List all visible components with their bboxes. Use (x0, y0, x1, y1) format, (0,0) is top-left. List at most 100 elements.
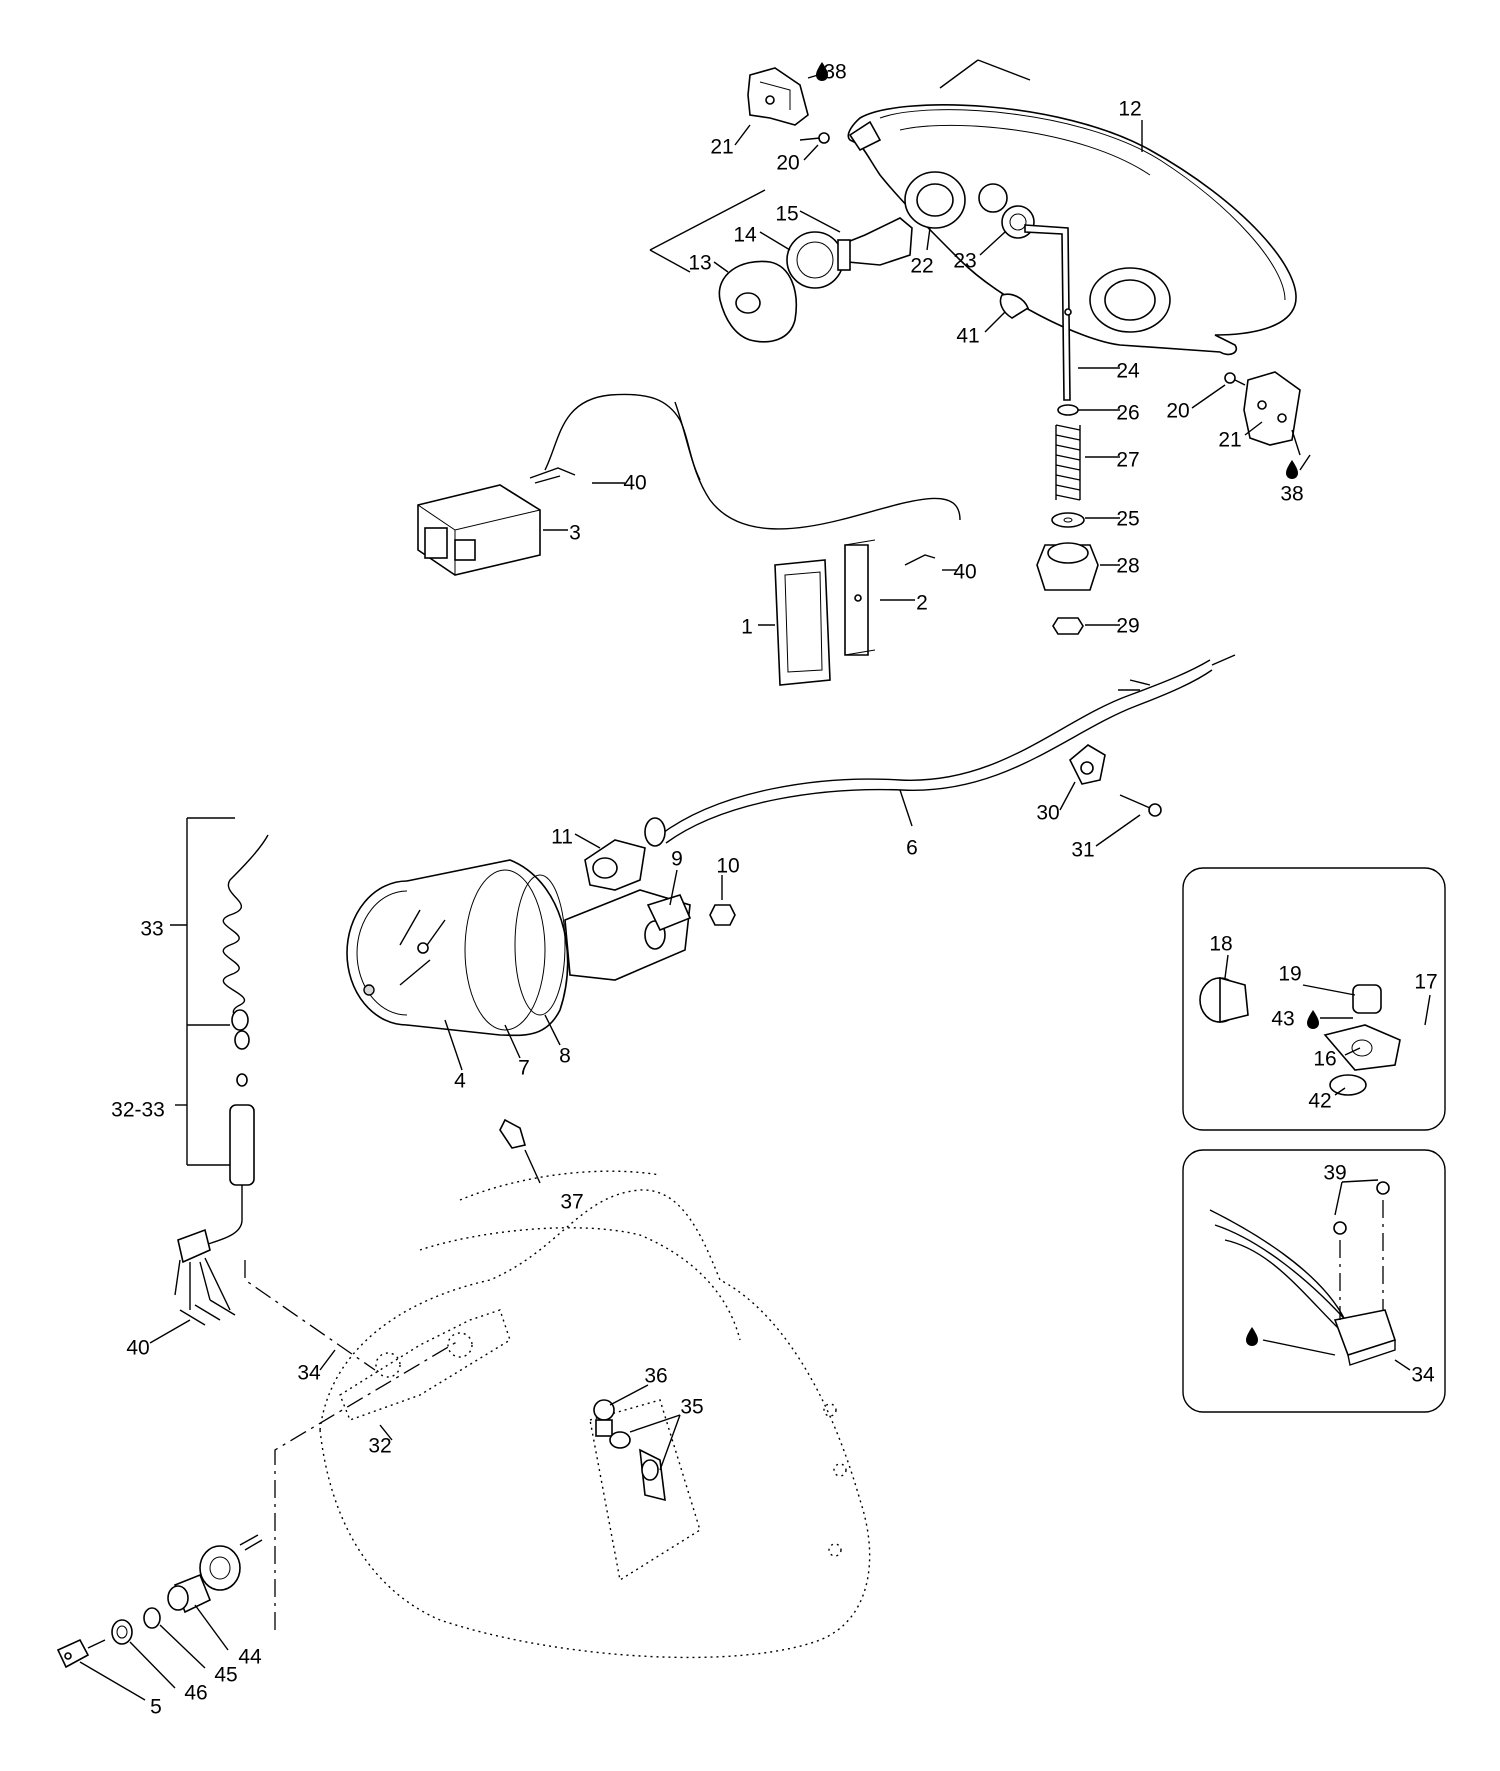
bulb-socket (904, 171, 966, 229)
centerlines (244, 1260, 461, 1630)
callout-c31: 31 (1071, 839, 1094, 862)
callout-c19: 19 (1278, 963, 1301, 986)
callout-c30: 30 (1036, 802, 1059, 825)
callout-c15: 15 (775, 203, 798, 226)
cap-46 (111, 1619, 133, 1645)
leaders-tether (149, 1319, 336, 1371)
callout-c36: 36 (644, 1365, 667, 1388)
drop-icon-34 (1246, 1327, 1258, 1346)
callout-c20a: 20 (776, 152, 799, 175)
drop-icon-right (1286, 460, 1298, 479)
callout-c10: 10 (716, 855, 739, 878)
callout-c4: 4 (454, 1070, 466, 1093)
adjuster-knob (1036, 542, 1099, 591)
cable-clamp (1069, 744, 1106, 785)
connector-housing (417, 484, 541, 576)
callout-c41: 41 (956, 325, 979, 348)
ignition-housing (199, 1545, 241, 1591)
callout-c46: 46 (184, 1682, 207, 1705)
cable-end-11 (584, 817, 666, 891)
callout-c39: 39 (1323, 1162, 1346, 1185)
leaders-headlight (713, 71, 1311, 626)
terminals-40c (179, 1299, 236, 1326)
drop-icon (816, 62, 828, 81)
callout-c40a: 40 (623, 472, 646, 495)
adjuster-rod (1024, 224, 1072, 401)
callout-c25: 25 (1116, 508, 1139, 531)
terminal-40a (529, 467, 576, 484)
callout-c3: 3 (569, 522, 581, 545)
screw-20-right (1224, 372, 1246, 386)
callout-c12: 12 (1118, 98, 1141, 121)
bulb-37 (499, 1118, 541, 1184)
callout-c17: 17 (1414, 971, 1437, 994)
terminal-40b (904, 554, 936, 566)
coiled-lanyard (222, 834, 269, 1087)
screw-20-top (799, 132, 830, 144)
switch-connector (174, 1228, 231, 1311)
bracket-13-15 (649, 189, 766, 273)
callout-c7: 7 (518, 1057, 530, 1080)
inset-module (1182, 1149, 1446, 1413)
body-outline (319, 1170, 871, 1659)
key-5 (56, 1638, 106, 1669)
callout-c2: 2 (916, 592, 928, 615)
lens-part-1 (774, 559, 831, 686)
bracket-9 (646, 894, 692, 932)
callout-c32-33: 32-33 (111, 1099, 165, 1122)
bulb-boot (718, 260, 797, 343)
callout-c45: 45 (214, 1664, 237, 1687)
callout-c38a: 38 (823, 61, 846, 84)
callout-c5: 5 (150, 1696, 162, 1719)
callout-c24: 24 (1116, 360, 1140, 383)
callout-c18: 18 (1209, 933, 1232, 956)
callout-c13: 13 (688, 252, 711, 275)
ring-45 (143, 1607, 161, 1629)
callout-c44: 44 (238, 1646, 262, 1669)
nut-10 (709, 904, 736, 926)
callout-c20b: 20 (1166, 400, 1189, 423)
washer-26 (1057, 404, 1079, 416)
wire-clip (999, 293, 1029, 319)
wire-harness (544, 393, 961, 530)
callout-c1: 1 (741, 616, 753, 639)
screw-31 (1119, 794, 1162, 817)
callout-c16: 16 (1313, 1048, 1336, 1071)
leaders-ignition (79, 1604, 229, 1701)
bracket-part-2 (844, 539, 876, 656)
retaining-spring (786, 231, 844, 289)
terminal-ign (239, 1534, 263, 1551)
callout-c11: 11 (551, 826, 573, 849)
tether-bracket (170, 817, 235, 1166)
callout-c38b: 38 (1280, 483, 1303, 506)
spring (1055, 424, 1081, 501)
adjuster-grommet (1001, 205, 1035, 239)
bulb (837, 217, 913, 271)
ignition-44 (167, 1573, 212, 1614)
callout-c14: 14 (733, 224, 757, 247)
ignition-switch (189, 1104, 255, 1256)
callout-c43: 43 (1271, 1008, 1294, 1031)
callout-c40b: 40 (953, 561, 976, 584)
gauge-rings (464, 869, 566, 1031)
callout-c42: 42 (1308, 1090, 1331, 1113)
callout-c6: 6 (906, 837, 918, 860)
callout-c26: 26 (1116, 402, 1139, 425)
callout-c28: 28 (1116, 555, 1139, 578)
headlight-housing (847, 104, 1297, 356)
drop-icon-43 (1307, 1010, 1319, 1029)
callout-c23: 23 (953, 250, 976, 273)
inset-sensor (1182, 867, 1446, 1131)
callout-c21a: 21 (710, 136, 733, 159)
callout-c22: 22 (910, 255, 933, 278)
callout-c9: 9 (671, 848, 683, 871)
nut-29 (1052, 617, 1084, 635)
callout-c32: 32 (368, 1435, 391, 1458)
switch-35 (609, 1431, 666, 1502)
leaders-middle (543, 482, 958, 626)
callout-c37: 37 (560, 1191, 583, 1214)
headlight-cap-lines (939, 59, 1031, 89)
callout-c34a: 34 (1411, 1364, 1435, 1387)
